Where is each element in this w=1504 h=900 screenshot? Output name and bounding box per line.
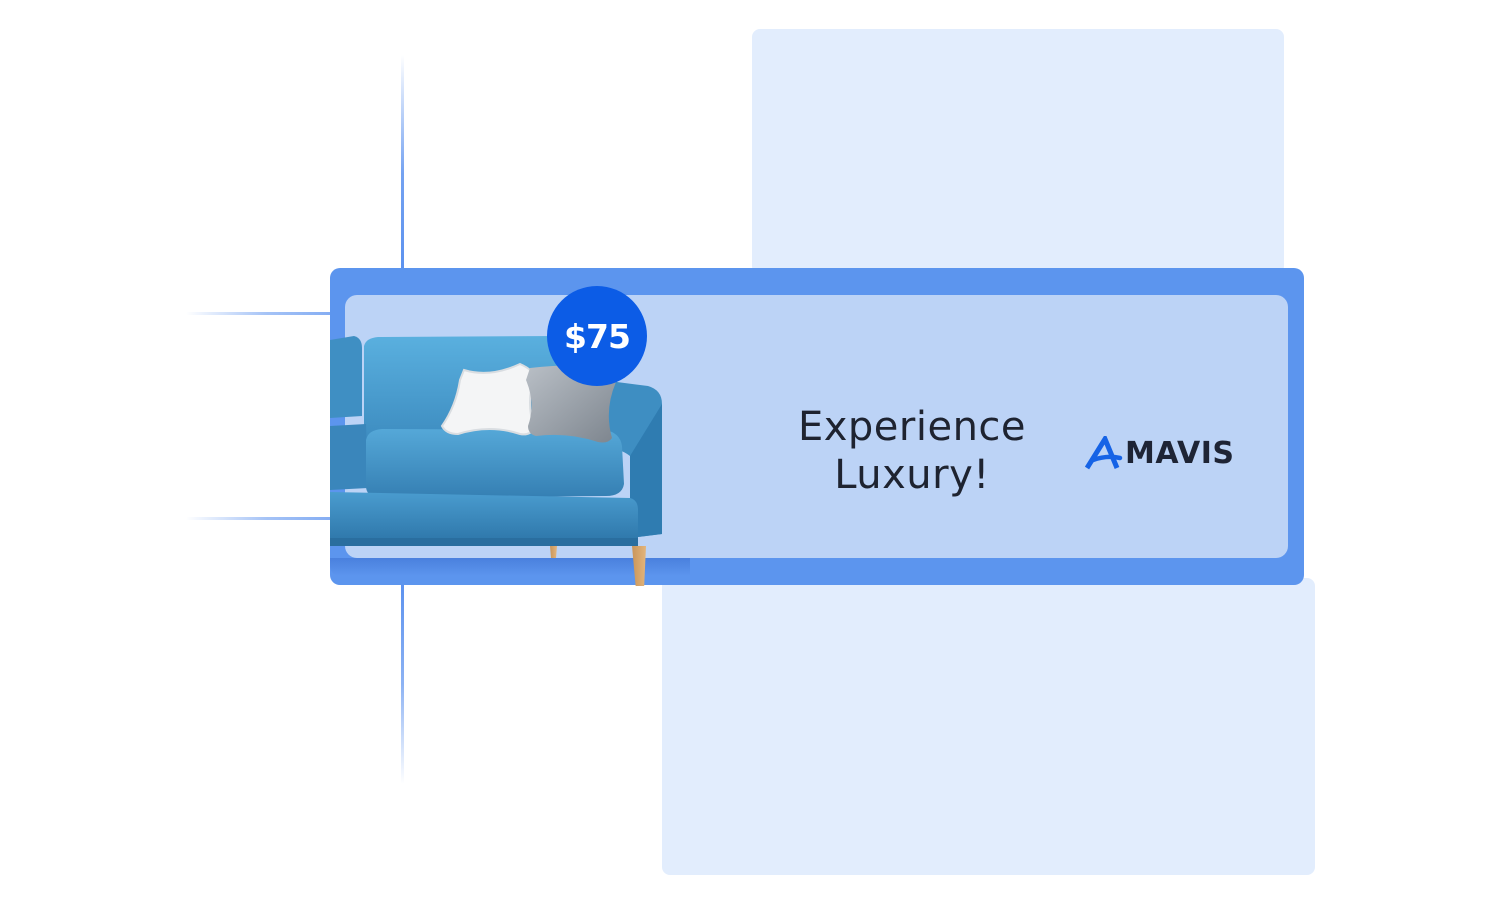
ad-headline: Experience Luxury! [757,403,1067,499]
floor-shadow [330,558,690,576]
sofa-image [330,336,662,586]
headline-line-1: Experience [797,404,1027,450]
price-badge: $75 [547,286,647,386]
background-panel-upper [752,29,1284,274]
ad-banner-frame[interactable]: Experience Luxury! MAVIS [330,268,1304,586]
background-panel-lower [662,578,1315,875]
guide-line-vertical-top [401,55,404,270]
brand-logo: MAVIS [1085,435,1235,471]
brand-name: MAVIS [1125,435,1235,471]
mavis-logo-icon [1085,436,1123,470]
guide-line-vertical-bottom [401,584,404,784]
headline-line-2: Luxury! [834,452,990,498]
guide-line-horizontal-top [186,312,331,315]
guide-line-horizontal-bottom [186,517,331,520]
